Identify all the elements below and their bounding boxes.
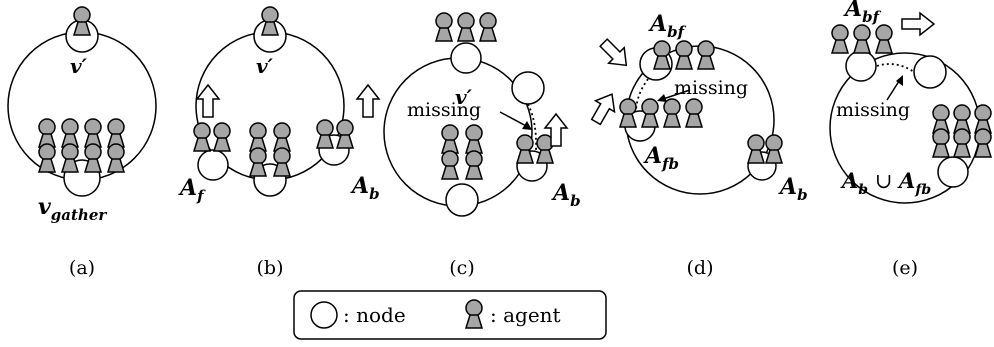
- legend-agent-icon: [465, 299, 483, 329]
- label-A-bf-e: Abf: [843, 0, 882, 26]
- missing-pointer-head-e: [896, 75, 903, 86]
- agent-group-c-bottom: [441, 124, 483, 180]
- agent-b-left-1: [193, 122, 211, 152]
- panel-c: v′ missing Ab (c): [383, 12, 581, 279]
- agent-b-top: [261, 6, 279, 36]
- label-v-gather: vgather: [38, 194, 107, 224]
- caption-d: (d): [687, 257, 714, 279]
- agent-d-right-2: [765, 134, 783, 164]
- arrow-right-e: [901, 12, 935, 36]
- agent-d-right-1: [747, 134, 765, 164]
- node-b-left: [197, 149, 229, 181]
- missing-pointer-head-c: [522, 121, 532, 130]
- missing-link-d: [635, 78, 649, 111]
- caption-b: (b): [257, 257, 284, 279]
- arrow-up-right-b: [356, 84, 380, 118]
- agent-group-e-right: [932, 104, 992, 158]
- agent-group-d-top: [653, 40, 715, 70]
- arrow-up-d: [585, 87, 623, 129]
- legend-box: [293, 290, 607, 340]
- panel-d: Abf missing Afb Ab (d): [585, 11, 808, 279]
- legend-node-label: : node: [343, 303, 406, 327]
- caption-c: (c): [449, 257, 474, 279]
- caption-a: (a): [69, 257, 95, 279]
- label-v-prime-b: v′: [256, 54, 274, 78]
- label-A-b-b: Ab: [350, 173, 380, 203]
- legend-agent-label: : agent: [490, 303, 561, 327]
- label-A-bf-d: Abf: [648, 11, 687, 41]
- label-union: Ab ∪ Afb: [840, 168, 931, 198]
- agent-c-right-1: [516, 134, 534, 164]
- label-A-b-d: Ab: [778, 174, 808, 204]
- missing-pointer-head-d: [657, 94, 667, 102]
- label-A-fb: Afb: [643, 143, 679, 173]
- node-missing-e: [913, 55, 947, 89]
- node-c-bottom: [445, 183, 479, 217]
- agent-group-c-top: [435, 12, 497, 42]
- agent-b-right-1: [316, 119, 334, 149]
- node-e-right: [937, 156, 969, 188]
- agent-group-d-left: [619, 98, 703, 128]
- label-missing-e: missing: [836, 99, 910, 121]
- label-v-prime-a: v′: [70, 54, 88, 78]
- panel-e: Abf missing Ab ∪ Afb (e): [829, 0, 992, 279]
- agent-b-right-2: [336, 119, 354, 149]
- legend-node-icon: [310, 301, 338, 329]
- label-missing-d: missing: [674, 77, 748, 99]
- label-v-prime-c: v′: [455, 85, 473, 109]
- panel-a: v′ vgather (a): [7, 6, 157, 279]
- missing-link-c: [527, 103, 537, 151]
- agent-b-left-2: [213, 122, 231, 152]
- node-v-prime-c: [450, 42, 482, 74]
- agent-a-top: [73, 6, 91, 36]
- missing-link-e: [876, 63, 915, 73]
- agent-group-e-top: [831, 24, 893, 54]
- label-missing-c: missing: [407, 99, 481, 121]
- node-e-top: [845, 50, 877, 82]
- node-missing-c: [511, 71, 545, 105]
- caption-e: (e): [892, 257, 918, 279]
- arrow-down-d: [595, 34, 635, 74]
- label-A-f: Af: [178, 175, 206, 205]
- label-A-b-c: Ab: [551, 180, 581, 210]
- legend: : node : agent: [293, 290, 607, 340]
- arrow-up-left-b: [196, 84, 220, 118]
- panel-b: v′ Af Ab (b): [178, 6, 380, 279]
